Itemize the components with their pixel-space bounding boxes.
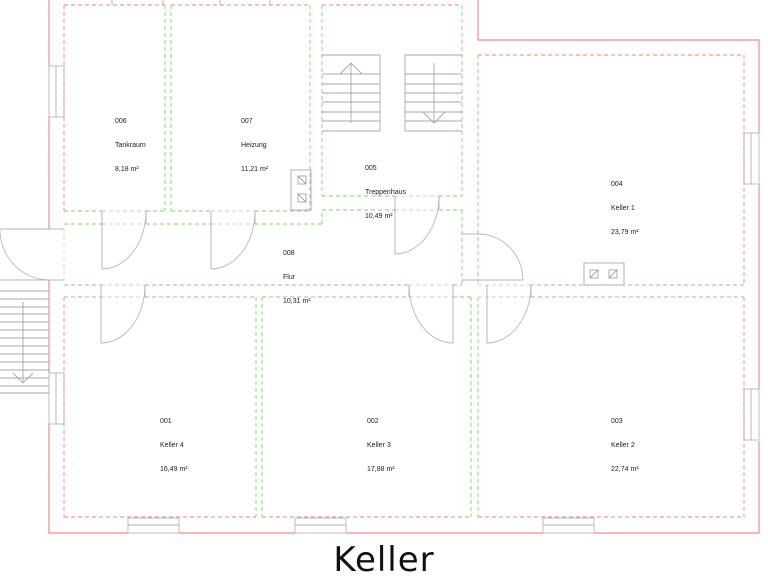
room-area: 10,49 m² bbox=[365, 213, 393, 220]
shaft-heizung bbox=[290, 169, 312, 211]
room-label-005: 005 Treppenhaus 10,49 m² bbox=[365, 149, 406, 229]
room-number: 003 bbox=[611, 418, 623, 425]
room-name: Keller 4 bbox=[160, 442, 184, 449]
room-label-008: 008 Flur 10,31 m² bbox=[283, 234, 311, 314]
room-area: 11,21 m² bbox=[241, 166, 269, 173]
room-label-007: 007 Heizung 11,21 m² bbox=[241, 102, 268, 182]
floor-title: Keller bbox=[333, 540, 435, 580]
room-name: Keller 1 bbox=[611, 205, 635, 212]
room-label-006: 006 Tankraum 8,18 m² bbox=[115, 102, 146, 182]
room-area: 8,18 m² bbox=[115, 166, 139, 173]
room-name: Tankraum bbox=[115, 142, 146, 149]
entrance-door bbox=[0, 228, 64, 281]
room-008-boundary bbox=[63, 209, 463, 286]
room-label-002: 002 Keller 3 17,88 m² bbox=[367, 402, 395, 482]
windows bbox=[48, 0, 760, 534]
room-number: 007 bbox=[241, 118, 253, 125]
room-005-boundary bbox=[321, 4, 463, 197]
room-number: 004 bbox=[611, 181, 623, 188]
staircase-down bbox=[404, 54, 462, 132]
room-number: 006 bbox=[115, 118, 127, 125]
room-name: Flur bbox=[283, 274, 296, 281]
room-label-001: 001 Keller 4 16,49 m² bbox=[160, 402, 188, 482]
exterior-walls bbox=[48, 0, 760, 534]
room-number: 002 bbox=[367, 418, 379, 425]
room-name: Keller 2 bbox=[611, 442, 635, 449]
room-002-boundary bbox=[261, 296, 472, 518]
room-006-boundary bbox=[63, 4, 166, 212]
room-area: 10,31 m² bbox=[283, 298, 311, 305]
room-007-boundary bbox=[170, 4, 311, 212]
room-area: 17,88 m² bbox=[367, 466, 395, 473]
staircase-up bbox=[322, 54, 381, 132]
room-name: Treppenhaus bbox=[365, 189, 406, 196]
room-name: Heizung bbox=[241, 142, 267, 149]
room-area: 22,74 m² bbox=[611, 466, 639, 473]
room-area: 23,79 m² bbox=[611, 229, 639, 236]
room-number: 005 bbox=[365, 165, 377, 172]
room-number: 008 bbox=[283, 250, 295, 257]
room-003-boundary bbox=[477, 296, 745, 518]
room-name: Keller 3 bbox=[367, 442, 391, 449]
doors bbox=[100, 195, 532, 344]
room-label-004: 004 Keller 1 23,79 m² bbox=[611, 165, 639, 245]
room-004-boundary bbox=[477, 54, 745, 286]
floor-plan bbox=[0, 0, 760, 534]
shaft-keller1 bbox=[583, 262, 625, 286]
room-001-boundary bbox=[63, 296, 257, 518]
external-staircase bbox=[0, 290, 49, 394]
room-area: 16,49 m² bbox=[160, 466, 188, 473]
room-number: 001 bbox=[160, 418, 172, 425]
room-label-003: 003 Keller 2 22,74 m² bbox=[611, 402, 639, 482]
